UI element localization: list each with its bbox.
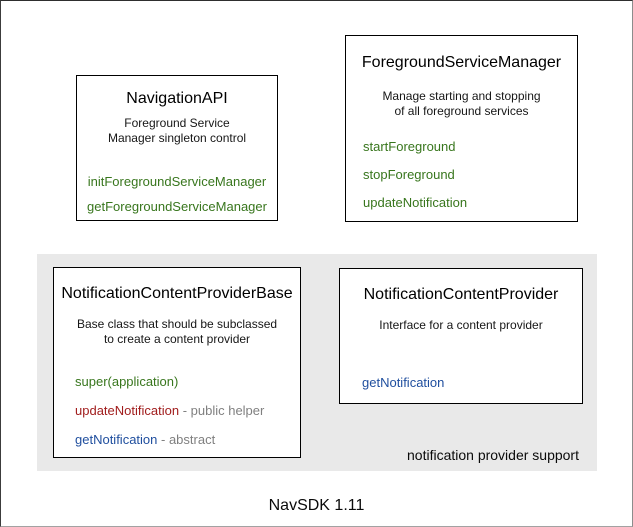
- description-line: Interface for a content provider: [379, 318, 543, 332]
- description-line: Base class that should be subclassed: [76, 317, 278, 331]
- class-box-notification-content-provider: NotificationContentProvider Interface fo…: [339, 268, 583, 404]
- footer-version-label: NavSDK 1.11: [268, 497, 365, 514]
- description-line: Manager singleton control: [107, 131, 247, 145]
- class-box-notification-content-provider-base: NotificationContentProviderBase Base cla…: [53, 267, 301, 458]
- class-description: Foreground Service Manager singleton con…: [77, 116, 277, 146]
- method-get-notification: getNotification: [362, 375, 445, 390]
- method-stop-foreground: stopForeground: [363, 167, 455, 182]
- class-title-foreground-service-manager: ForegroundServiceManager: [361, 54, 562, 71]
- method-list: super(application) updateNotification - …: [54, 374, 300, 448]
- method-name: getNotification: [75, 432, 158, 447]
- class-description: Manage starting and stopping of all fore…: [346, 89, 577, 119]
- class-title-notification-content-provider-base: NotificationContentProviderBase: [61, 285, 293, 302]
- class-description: Interface for a content provider: [340, 318, 582, 333]
- class-box-foreground-service-manager: ForegroundServiceManager Manage starting…: [345, 35, 578, 222]
- region-label: notification provider support: [407, 447, 579, 463]
- description-line: of all foreground services: [394, 104, 529, 118]
- class-description: Base class that should be subclassed to …: [54, 317, 300, 347]
- method-get-foreground-service-manager: getForegroundServiceManager: [87, 199, 267, 214]
- description-line: Manage starting and stopping: [382, 89, 541, 103]
- method-name: updateNotification: [75, 403, 180, 418]
- method-list: initForegroundServiceManager getForegrou…: [77, 174, 277, 215]
- method-get-notification: getNotification - abstract: [75, 432, 300, 448]
- method-update-notification: updateNotification - public helper: [75, 403, 300, 419]
- method-super-application: super(application): [75, 374, 179, 389]
- method-annotation: - public helper: [179, 403, 265, 418]
- class-title-notification-content-provider: NotificationContentProvider: [363, 286, 559, 303]
- description-line: Foreground Service: [124, 116, 230, 130]
- class-box-navigation-api: NavigationAPI Foreground Service Manager…: [76, 75, 278, 221]
- method-list: getNotification: [340, 375, 582, 391]
- method-annotation: - abstract: [157, 432, 216, 447]
- description-line: to create a content provider: [103, 332, 251, 346]
- method-start-foreground: startForeground: [363, 139, 456, 154]
- method-update-notification: updateNotification: [363, 195, 468, 210]
- method-init-foreground-service-manager: initForegroundServiceManager: [87, 174, 267, 189]
- class-title-navigation-api: NavigationAPI: [126, 90, 228, 107]
- method-list: startForeground stopForeground updateNot…: [346, 139, 577, 211]
